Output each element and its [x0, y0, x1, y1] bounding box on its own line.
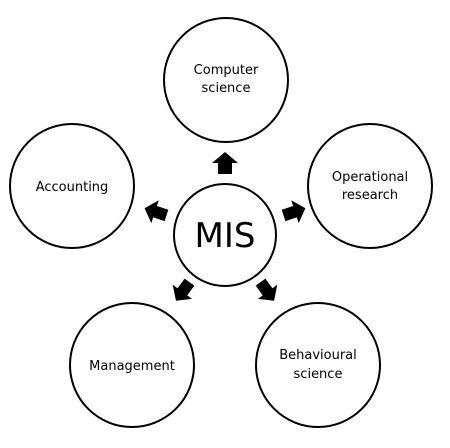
node-computer-science: Computer science	[163, 17, 289, 143]
center-node: MIS	[173, 183, 277, 287]
node-label-line: Management	[89, 359, 175, 374]
node-label-line: research	[342, 188, 398, 203]
arrow-left-icon	[144, 200, 169, 224]
node-accounting: Accounting	[9, 123, 135, 249]
arrow-up-icon	[212, 152, 238, 174]
node-label-line: Operational	[332, 170, 408, 185]
arrow-right-icon	[281, 200, 306, 224]
node-operational-research: Operational research	[307, 123, 433, 249]
center-label: MIS	[195, 216, 256, 256]
node-label-line: science	[202, 81, 251, 96]
node-label-line: Computer	[194, 63, 259, 78]
arrow-down-right-icon	[255, 278, 278, 301]
node-label-line: Accounting	[36, 180, 109, 195]
node-label-line: science	[294, 367, 343, 382]
node-behavioural-science: Behavioural science	[255, 302, 381, 428]
node-management: Management	[69, 302, 195, 428]
node-label-line: Behavioural	[279, 348, 357, 363]
arrow-down-left-icon	[172, 278, 195, 301]
